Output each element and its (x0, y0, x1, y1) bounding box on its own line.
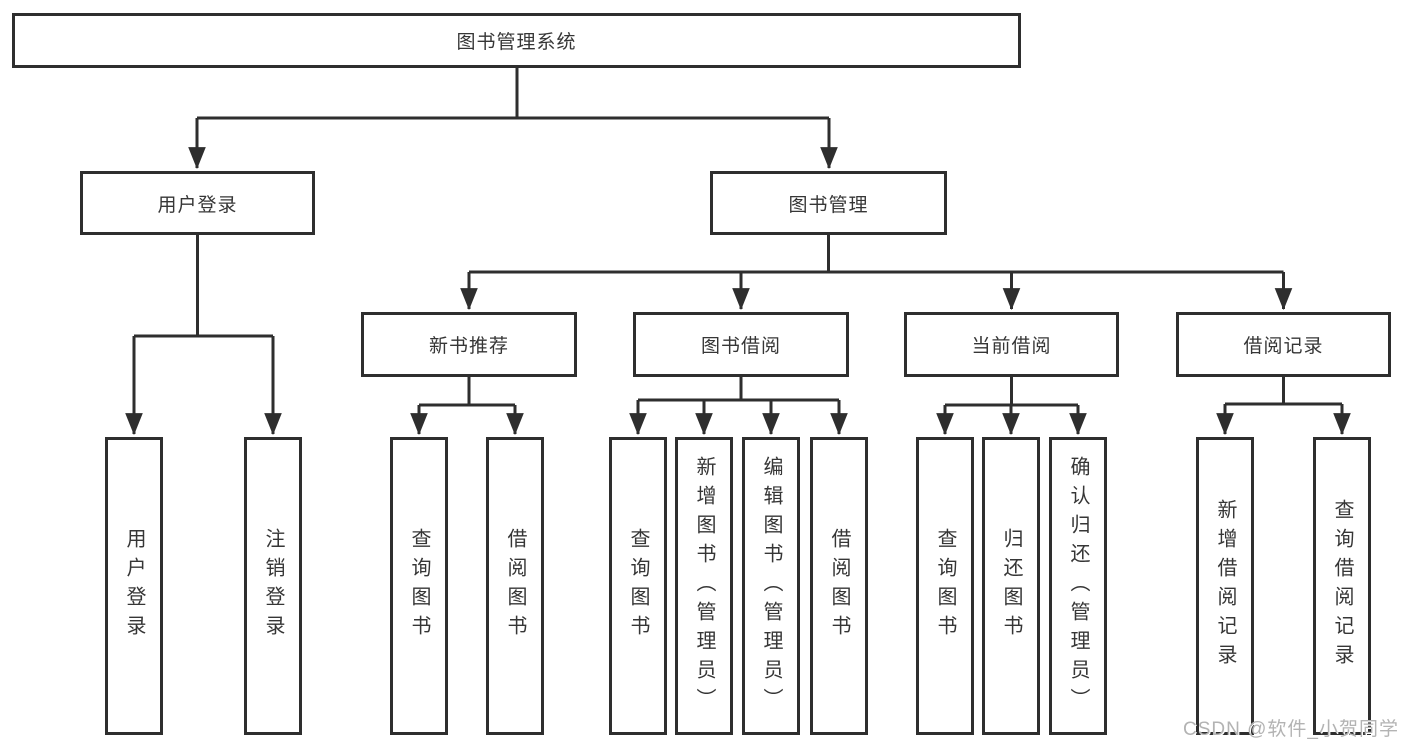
node-user-login-label: 用户登录 (157, 194, 238, 216)
leaf-return-books: 归还图书 (982, 437, 1040, 735)
csdn-watermark: CSDN @软件_小贺同学 (1183, 719, 1399, 740)
leaf-add-books-admin: 新增图书（管理员） (675, 437, 733, 735)
leaf-query-borrow-record: 查询借阅记录 (1313, 437, 1371, 735)
leaf-user-login-label: 用户登录 (123, 528, 145, 644)
node-book-borrow: 图书借阅 (633, 312, 849, 377)
node-book-borrow-label: 图书借阅 (700, 336, 781, 357)
leaf-add-borrow-record: 新增借阅记录 (1196, 437, 1254, 735)
leaf-borrow-books: 借阅图书 (810, 437, 868, 735)
leaf-rec-borrow-books: 借阅图书 (486, 437, 544, 735)
node-book-mgmt-label: 图书管理 (788, 194, 869, 216)
leaf-borrow-query-books-label: 查询图书 (627, 528, 649, 644)
leaf-confirm-return-admin-label: 确认归还（管理员） (1067, 455, 1089, 717)
node-new-book-rec: 新书推荐 (361, 312, 577, 377)
leaf-logout-label: 注销登录 (262, 528, 284, 644)
leaf-edit-books-admin: 编辑图书（管理员） (742, 437, 800, 735)
leaf-logout: 注销登录 (244, 437, 302, 735)
connector-current-borrow-to-children (936, 377, 1087, 436)
leaf-user-login: 用户登录 (105, 437, 163, 735)
node-user-login: 用户登录 (80, 171, 315, 235)
connector-borrow-records-to-children (1216, 377, 1351, 436)
connector-new-book-rec-to-children (410, 377, 524, 436)
leaf-query-borrow-record-label: 查询借阅记录 (1331, 499, 1353, 673)
connector-root-to-level2 (188, 68, 838, 170)
node-current-borrow: 当前借阅 (904, 312, 1119, 377)
connector-user-login-to-children (125, 235, 282, 436)
leaf-add-books-admin-label: 新增图书（管理员） (693, 455, 715, 717)
leaf-borrow-books-label: 借阅图书 (828, 528, 850, 644)
node-borrow-records-label: 借阅记录 (1243, 336, 1324, 357)
leaf-current-query-books-label: 查询图书 (934, 528, 956, 644)
node-borrow-records: 借阅记录 (1176, 312, 1391, 377)
node-root-label: 图书管理系统 (456, 32, 577, 53)
connector-book-borrow-to-children (629, 377, 848, 436)
leaf-rec-query-books-label: 查询图书 (408, 528, 430, 644)
node-current-borrow-label: 当前借阅 (971, 336, 1052, 357)
leaf-return-books-label: 归还图书 (1000, 528, 1022, 644)
leaf-current-query-books: 查询图书 (916, 437, 974, 735)
leaf-borrow-query-books: 查询图书 (609, 437, 667, 735)
leaf-rec-query-books: 查询图书 (390, 437, 448, 735)
leaf-confirm-return-admin: 确认归还（管理员） (1049, 437, 1107, 735)
node-new-book-rec-label: 新书推荐 (428, 336, 509, 357)
connector-book-mgmt-to-level3 (460, 235, 1293, 311)
leaf-edit-books-admin-label: 编辑图书（管理员） (760, 455, 782, 717)
leaf-add-borrow-record-label: 新增借阅记录 (1214, 499, 1236, 673)
node-book-mgmt: 图书管理 (710, 171, 947, 235)
node-root: 图书管理系统 (12, 13, 1021, 68)
leaf-rec-borrow-books-label: 借阅图书 (504, 528, 526, 644)
